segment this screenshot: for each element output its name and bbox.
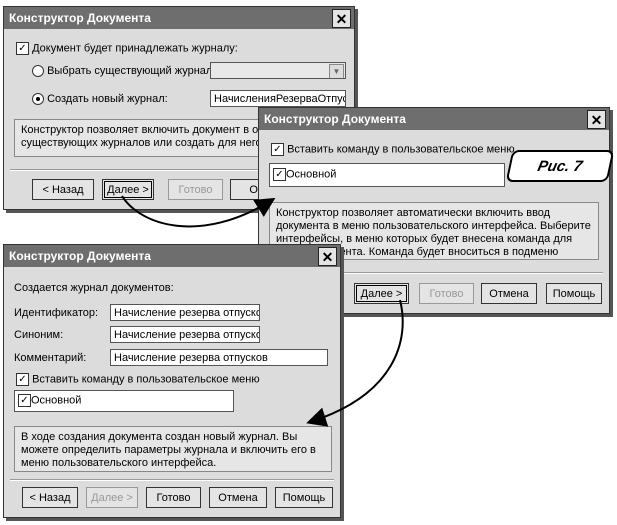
radio-new-label: Создать новый журнал: (47, 93, 168, 105)
radio-new-row[interactable]: Создать новый журнал: (32, 93, 168, 106)
titlebar: Конструктор Документа ✕ (4, 245, 340, 267)
window-title: Конструктор Документа (9, 11, 151, 25)
titlebar: Конструктор Документа ✕ (259, 108, 609, 130)
back-button[interactable]: < Назад (32, 179, 94, 200)
menu-checkbox-label: Вставить команду в пользовательское меню (32, 373, 260, 386)
done-button[interactable]: Готово (146, 487, 201, 508)
close-icon[interactable]: ✕ (318, 247, 337, 266)
comment-label: Комментарий: (14, 352, 87, 364)
figure-label-text: Рис. 7 (536, 157, 584, 175)
radio-new[interactable] (32, 93, 44, 106)
info-text: Конструктор позволяет включить документ … (21, 124, 271, 149)
next-button[interactable]: Далее > (354, 283, 409, 304)
close-icon[interactable]: ✕ (587, 110, 606, 129)
interface-list[interactable]: ✓Основной (269, 163, 505, 187)
new-journal-input[interactable]: НачисленияРезерваОтпус (210, 90, 346, 107)
next-button[interactable]: Далее > (102, 179, 154, 200)
info-text: Конструктор позволяет автоматически вклю… (276, 207, 591, 271)
menu-checkbox-row[interactable]: ✓ Вставить команду в пользовательское ме… (16, 373, 260, 386)
close-icon[interactable]: ✕ (332, 9, 351, 28)
comment-input[interactable]: Начисление резерва отпусков (110, 349, 328, 366)
info-panel: Конструктор позволяет автоматически вклю… (269, 202, 599, 271)
window-title: Конструктор Документа (264, 112, 406, 126)
journal-checkbox-row[interactable]: ✓ Документ будет принадлежать журналу: (16, 42, 238, 55)
cancel-button[interactable]: Отмена (481, 283, 537, 304)
radio-existing[interactable] (32, 65, 44, 78)
menu-checkbox[interactable]: ✓ (16, 373, 29, 386)
header-text: Создается журнал документов: (14, 282, 174, 294)
menu-checkbox-row[interactable]: ✓ Вставить команду в пользовательское ме… (271, 143, 515, 156)
synonym-label: Синоним: (14, 329, 64, 341)
radio-existing-row[interactable]: Выбрать существующий журнал: (32, 65, 216, 78)
interface-label: Основной (286, 168, 337, 181)
list-item[interactable]: ✓Основной (18, 394, 81, 407)
id-label: Идентификатор: (14, 307, 99, 319)
figure-label: Рис. 7 (505, 150, 615, 182)
info-panel: В ходе создания документа создан новый ж… (14, 426, 332, 472)
cancel-button[interactable]: Отмена (209, 487, 267, 508)
window-title: Конструктор Документа (9, 249, 151, 263)
divider (265, 272, 603, 274)
done-button[interactable]: Готово (419, 283, 474, 304)
synonym-input[interactable]: Начисление резерва отпуско (110, 326, 260, 343)
interface-list[interactable]: ✓Основной (14, 390, 234, 412)
info-text: В ходе создания документа создан новый ж… (21, 431, 316, 469)
id-input[interactable]: Начисление резерва отпуско (110, 304, 260, 321)
help-button[interactable]: Помощь (546, 283, 602, 304)
radio-existing-label: Выбрать существующий журнал: (47, 65, 216, 77)
dialog-journal-create: Конструктор Документа ✕ Создается журнал… (3, 244, 341, 518)
menu-checkbox-label: Вставить команду в пользовательское меню (287, 143, 515, 156)
help-button[interactable]: Помощь (275, 487, 333, 508)
interface-label: Основной (31, 394, 82, 407)
chevron-down-icon[interactable]: ▼ (329, 64, 344, 78)
existing-journal-select[interactable]: ▼ (210, 62, 346, 79)
journal-checkbox-label: Документ будет принадлежать журналу: (32, 42, 238, 55)
done-button[interactable]: Готово (168, 179, 223, 200)
divider (10, 479, 334, 481)
menu-checkbox[interactable]: ✓ (271, 143, 284, 156)
back-button[interactable]: < Назад (22, 487, 78, 508)
interface-checkbox[interactable]: ✓ (18, 394, 31, 407)
list-item[interactable]: ✓Основной (273, 168, 336, 181)
journal-checkbox[interactable]: ✓ (16, 42, 29, 55)
interface-checkbox[interactable]: ✓ (273, 168, 286, 181)
next-button[interactable]: Далее > (86, 487, 138, 508)
titlebar: Конструктор Документа ✕ (4, 7, 354, 29)
divider (10, 169, 348, 171)
